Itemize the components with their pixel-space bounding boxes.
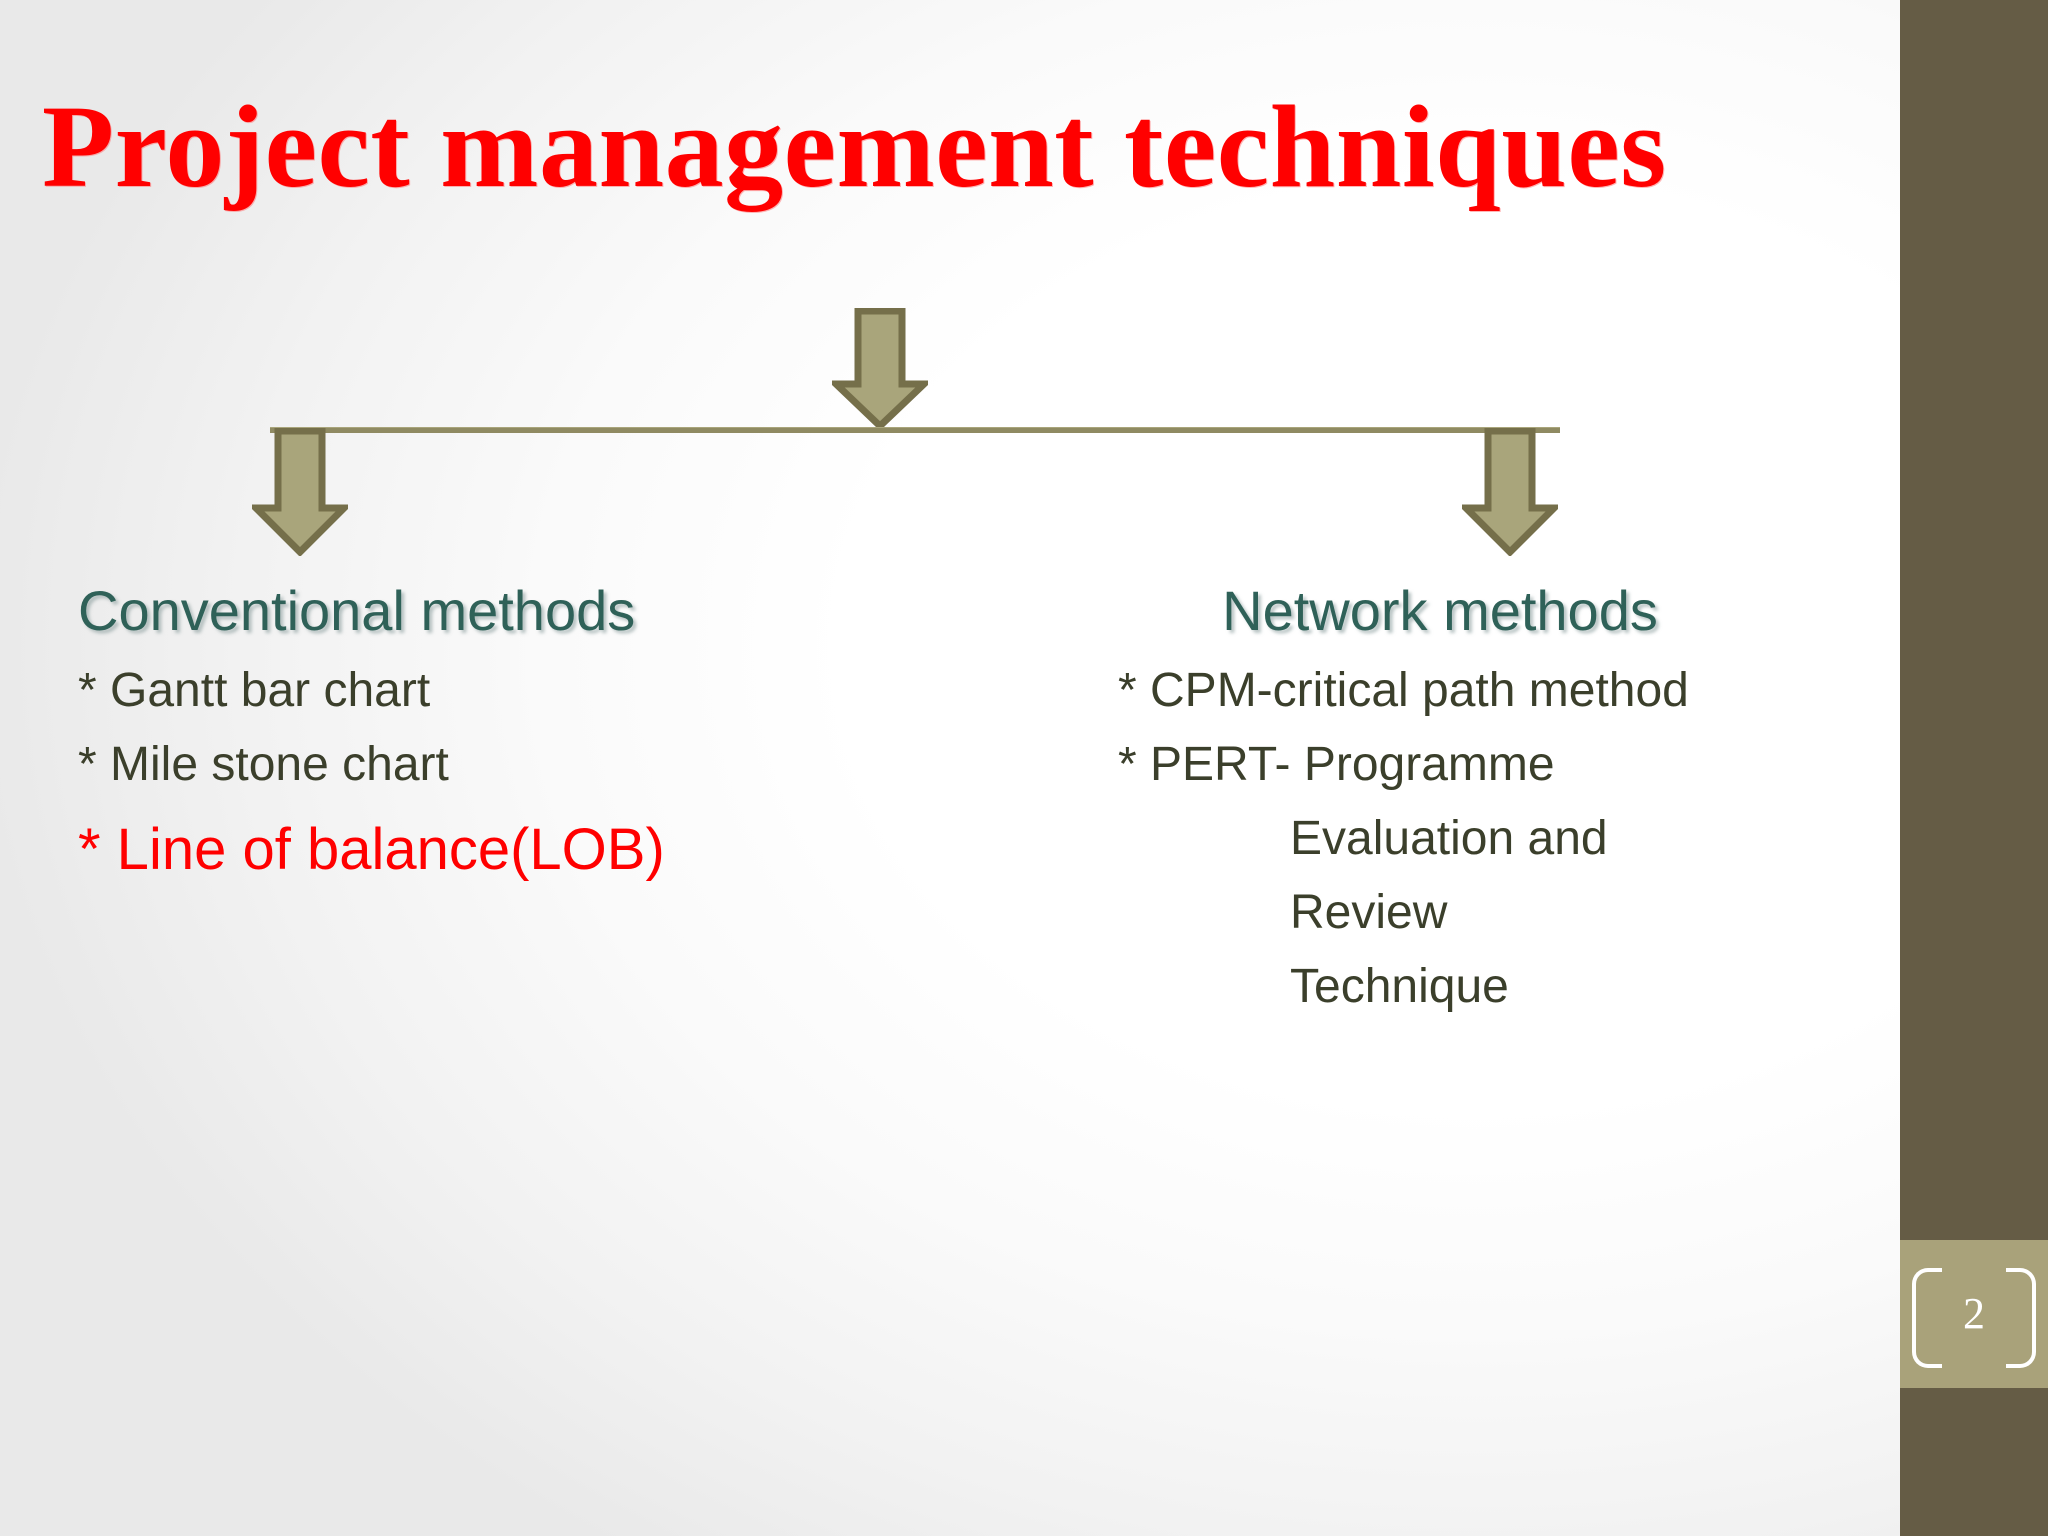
list-item: * CPM-critical path method <box>1118 663 1689 717</box>
continuation-line: Evaluation and <box>1290 811 1608 865</box>
page-number-band: 2 <box>1900 1240 2048 1388</box>
down-arrow-icon-right <box>1462 428 1558 556</box>
connector-line <box>270 427 1560 433</box>
page-title: Project management techniques <box>42 81 1667 212</box>
page-number-frame: 2 <box>1912 1262 2036 1368</box>
heading-network-methods: Network methods <box>1222 579 1658 642</box>
list-item: * PERT- Programme <box>1118 737 1555 791</box>
list-item-highlight: * Line of balance(LOB) <box>78 816 665 882</box>
column-network-methods: Network methods * CPM-critical path meth… <box>1090 579 1850 1037</box>
column-conventional-methods: Conventional methods * Gantt bar chart *… <box>78 579 898 905</box>
sidebar: 2 <box>1900 0 2048 1536</box>
list-item: * Gantt bar chart <box>78 663 431 717</box>
page-number: 2 <box>1963 1289 1985 1338</box>
heading-conventional-methods: Conventional methods <box>78 579 636 642</box>
down-arrow-icon-left <box>252 428 348 556</box>
bracket-right-icon <box>2006 1268 2036 1368</box>
bracket-left-icon <box>1912 1268 1942 1368</box>
continuation-line: Technique <box>1290 959 1509 1013</box>
continuation-line: Review <box>1290 885 1448 939</box>
down-arrow-icon-top <box>832 308 928 430</box>
list-item: * Mile stone chart <box>78 737 449 791</box>
